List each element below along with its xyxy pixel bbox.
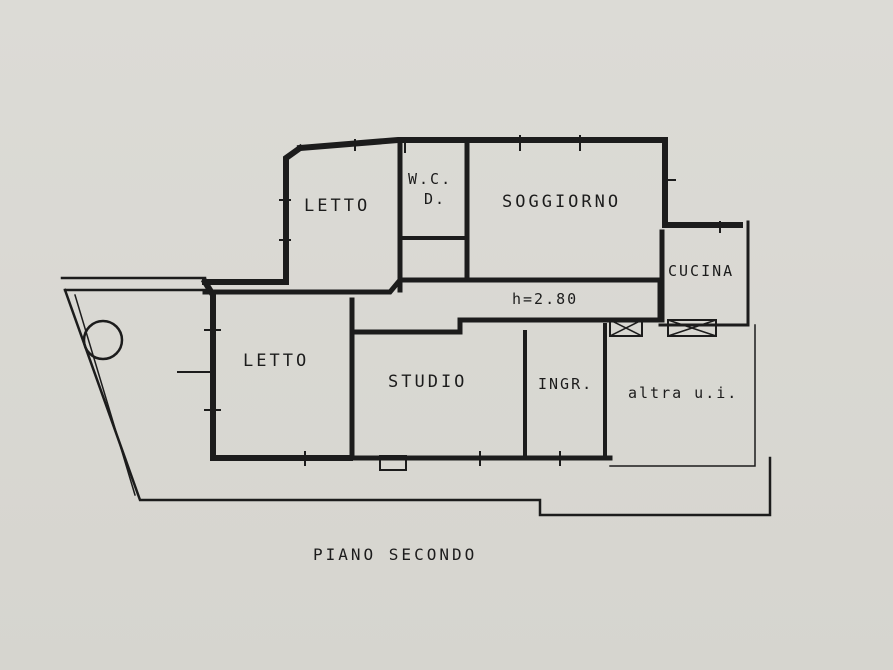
room-label-soggiorno: SOGGIORNO	[502, 192, 622, 212]
terrace-circle	[82, 319, 124, 361]
room-label-wc-line2: D.	[424, 190, 447, 208]
room-label-altra: altra u.i.	[628, 384, 739, 402]
window-box-1	[609, 319, 643, 337]
wall-outer-top	[296, 137, 743, 228]
terrace-outline	[60, 276, 772, 517]
wall-cucina-right	[658, 220, 750, 327]
wall-corridor	[202, 277, 663, 335]
window-marks	[177, 135, 721, 466]
room-label-height: h=2.80	[512, 290, 579, 308]
door-box	[379, 455, 407, 471]
room-label-cucina: CUCINA	[668, 262, 735, 280]
wall-letto-top	[202, 143, 305, 285]
room-label-wc-line1: W.C.	[408, 170, 453, 188]
room-label-studio: STUDIO	[388, 372, 468, 392]
room-label-ingresso: INGR.	[538, 375, 594, 393]
floor-caption: PIANO SECONDO	[313, 545, 478, 564]
window-box-2	[667, 319, 717, 337]
wall-left-letto	[200, 277, 353, 461]
terrace-inner	[74, 294, 756, 496]
room-label-letto-top: LETTO	[304, 196, 371, 216]
room-label-letto-left: LETTO	[243, 351, 310, 371]
